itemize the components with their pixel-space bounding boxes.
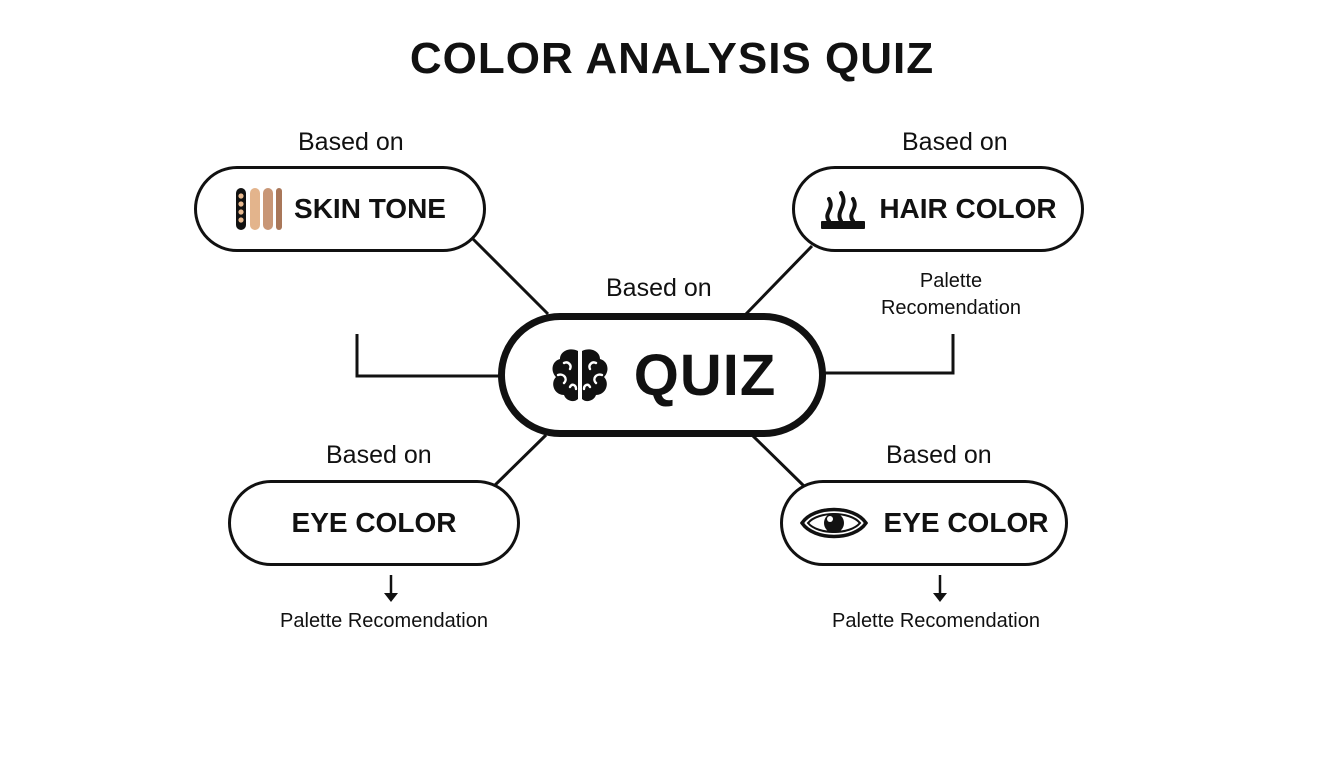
eye-color-right-node[interactable]: EYE COLOR <box>780 480 1068 566</box>
hair-color-palette-note: Palette Recomendation <box>870 268 1032 322</box>
quiz-hub-node[interactable]: QUIZ <box>498 313 826 437</box>
hair-waves-icon <box>821 191 866 229</box>
arrow-down-icon <box>384 575 398 602</box>
skin-swatch-icon <box>236 188 283 230</box>
skin-tone-label: SKIN TONE <box>294 193 446 224</box>
bracket-right <box>824 334 955 375</box>
connector-hair-color <box>744 244 814 316</box>
eye-color-right-label: EYE COLOR <box>883 507 1049 538</box>
quiz-caption: Based on <box>606 274 712 302</box>
brain-icon <box>552 349 608 402</box>
connector-eye-color-left <box>488 433 548 492</box>
eye-icon <box>799 507 868 539</box>
hair-color-note-line2: Recomendation <box>880 297 1022 319</box>
arrow-down-icon <box>933 575 947 602</box>
eye-color-left-palette-note: Palette Recomendation <box>280 610 488 632</box>
quiz-label: QUIZ <box>633 342 777 408</box>
hair-color-node[interactable]: HAIR COLOR <box>792 166 1084 252</box>
hair-color-label: HAIR COLOR <box>879 193 1057 224</box>
eye-color-right-caption: Based on <box>886 441 992 469</box>
page-title: COLOR ANALYSIS QUIZ <box>409 34 935 83</box>
skin-tone-node[interactable]: SKIN TONE <box>194 166 486 252</box>
hair-color-caption: Based on <box>902 128 1008 156</box>
connector-skin-tone <box>470 236 550 316</box>
eye-color-left-label: EYE COLOR <box>291 507 457 538</box>
hair-color-note-line1: Palette <box>919 270 983 292</box>
eye-color-left-caption: Based on <box>326 441 432 469</box>
eye-color-left-node[interactable]: EYE COLOR <box>228 480 520 566</box>
skin-tone-caption: Based on <box>298 128 404 156</box>
eye-color-right-palette-note: Palette Recomendation <box>832 610 1040 632</box>
connector-eye-color-right <box>750 433 808 490</box>
bracket-left <box>355 334 500 378</box>
